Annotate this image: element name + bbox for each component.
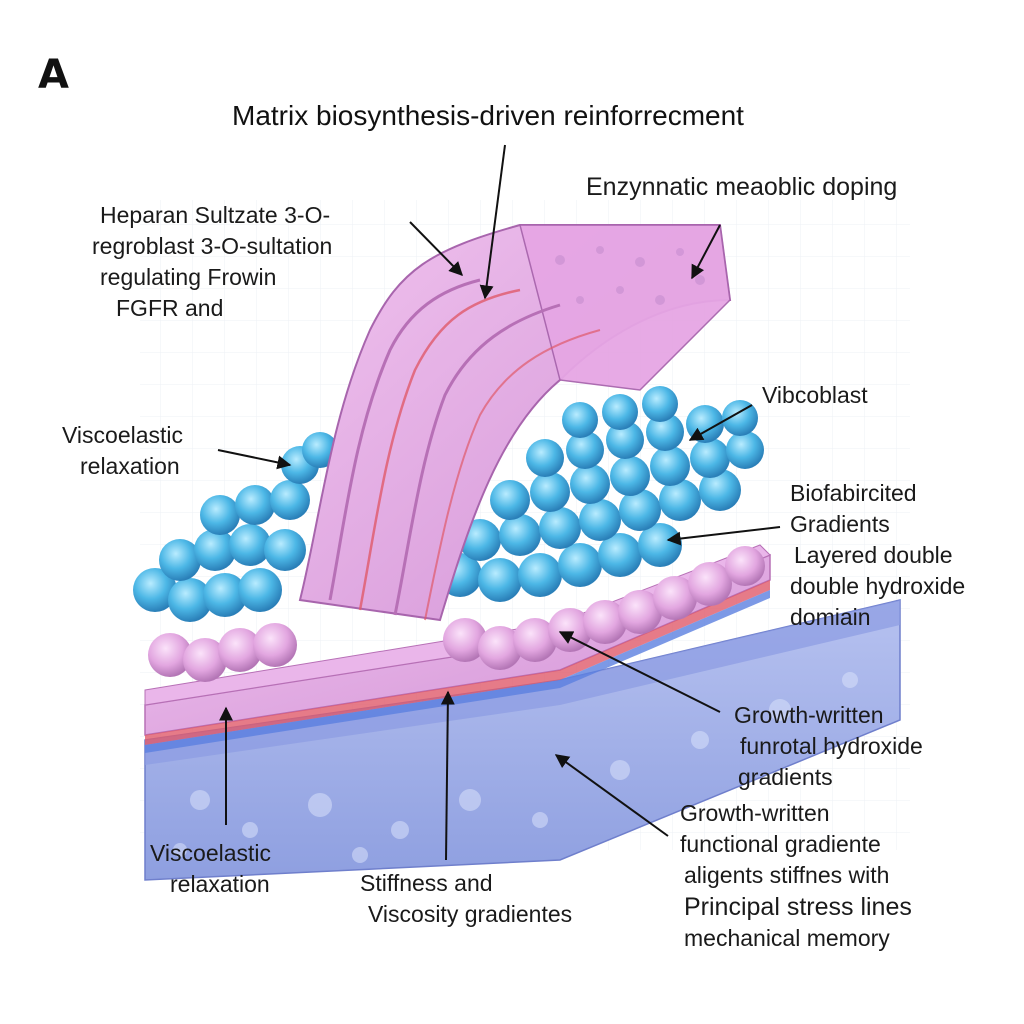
label-growth1: Growth-written funrotal hydroxide gradie… — [734, 702, 923, 790]
label-biofab: Biofabircited Gradients — [790, 480, 917, 537]
label-visco-top: Viscoelastic relaxation — [62, 422, 184, 479]
blue-cell-cluster-right — [438, 386, 764, 602]
panel-letter: A — [38, 52, 69, 98]
arrow-growth1 — [558, 631, 721, 713]
arrow-biofab — [666, 526, 781, 546]
figure-title: Matrix biosynthesis-driven reinforrecmen… — [232, 100, 744, 131]
label-vibcoblast: Vibcoblast — [762, 382, 868, 408]
arrow-stiffness — [440, 690, 455, 861]
label-stiffness: Stiffness and Viscosity gradientes — [360, 870, 573, 927]
label-heparan: Heparan Sultzate 3-O- regroblast 3-O-sul… — [92, 202, 333, 321]
arrow-title — [479, 144, 506, 300]
pink-cell-row — [148, 546, 765, 682]
label-growth2: Growth-written functional gradiente alig… — [680, 800, 890, 888]
arrow-visco-top — [217, 449, 292, 470]
arrow-growth2 — [554, 754, 669, 837]
label-principal: Principal stress lines mechanical memory — [684, 893, 912, 951]
label-visco-bottom: Viscoelastic relaxation — [150, 840, 272, 897]
arrow-vibcoblast — [688, 404, 753, 441]
blue-cell-cluster-left — [133, 432, 338, 622]
base-slab — [144, 599, 901, 881]
folded-membrane — [298, 224, 732, 622]
arrow-heparan — [409, 221, 463, 276]
arrow-enzymatic — [691, 224, 721, 280]
label-layered: Layered double double hydroxide domiain — [790, 542, 966, 630]
arrows — [217, 144, 781, 861]
label-enzymatic: Enzynnatic meaoblic doping — [586, 173, 898, 201]
